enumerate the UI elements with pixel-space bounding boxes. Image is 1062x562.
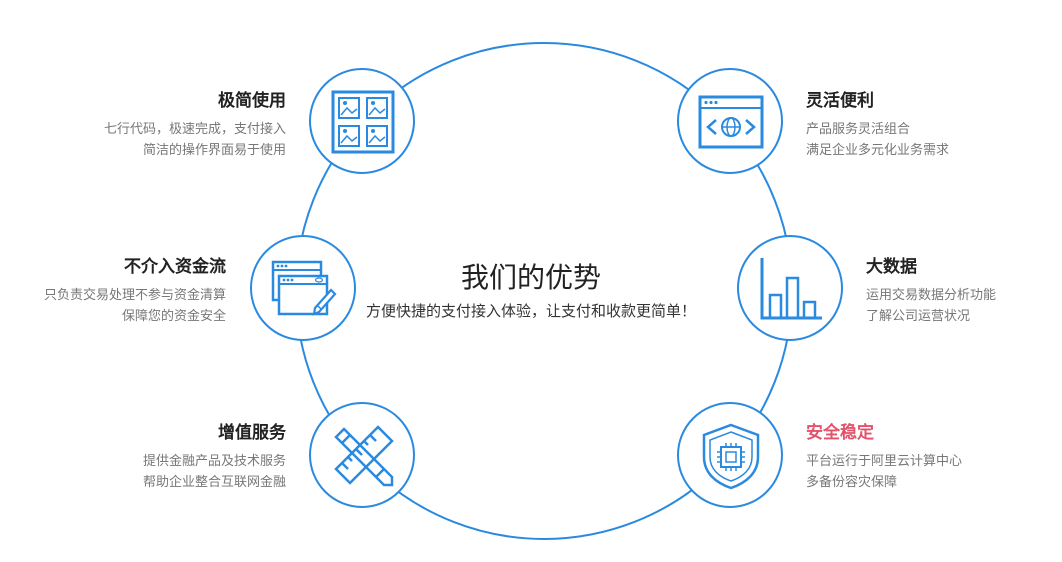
window-pencil-icon bbox=[271, 260, 337, 316]
image-grid-icon bbox=[331, 90, 395, 154]
feature-bigdata: 大数据 运用交易数据分析功能 了解公司运营状况 bbox=[866, 255, 1062, 327]
flexible-node bbox=[677, 68, 783, 174]
feature-flexible: 灵活便利 产品服务灵活组合 满足企业多元化业务需求 bbox=[806, 89, 1046, 161]
feature-title: 不介入资金流 bbox=[124, 257, 226, 277]
feature-title: 灵活便利 bbox=[806, 91, 874, 111]
bar-chart-icon bbox=[760, 258, 822, 320]
valueadded-node bbox=[309, 402, 415, 508]
browser-globe-icon bbox=[698, 95, 764, 149]
feature-desc-line1: 运用交易数据分析功能 bbox=[866, 288, 997, 303]
feature-desc-line2: 简洁的操作界面易于使用 bbox=[142, 143, 286, 158]
ruler-pencil-icon bbox=[334, 425, 394, 487]
bigdata-node bbox=[737, 235, 843, 341]
center-subtitle: 方便快捷的支付接入体验，让支付和收款更简单！ bbox=[365, 302, 696, 320]
feature-simple: 极简使用 七行代码，极速完成，支付接入 简洁的操作界面易于使用 bbox=[46, 89, 286, 161]
feature-title: 极简使用 bbox=[218, 91, 286, 111]
feature-desc-line2: 满足企业多元化业务需求 bbox=[806, 143, 950, 158]
funds-node bbox=[250, 235, 356, 341]
feature-title: 增值服务 bbox=[218, 423, 286, 443]
feature-desc-line1: 只负责交易处理不参与资金清算 bbox=[43, 288, 226, 303]
feature-desc-line1: 平台运行于阿里云计算中心 bbox=[806, 454, 963, 469]
feature-desc-line2: 了解公司运营状况 bbox=[866, 309, 971, 324]
simple-node bbox=[309, 68, 415, 174]
feature-desc-line2: 保障您的资金安全 bbox=[121, 309, 226, 324]
feature-title: 大数据 bbox=[866, 257, 917, 277]
feature-security: 安全稳定 平台运行于阿里云计算中心 多备份容灾保障 bbox=[806, 421, 1046, 493]
feature-funds: 不介入资金流 只负责交易处理不参与资金清算 保障您的资金安全 bbox=[0, 255, 226, 327]
feature-desc-line1: 提供金融产品及技术服务 bbox=[142, 454, 286, 469]
feature-valueadded: 增值服务 提供金融产品及技术服务 帮助企业整合互联网金融 bbox=[46, 421, 286, 493]
feature-desc-line1: 七行代码，极速完成，支付接入 bbox=[103, 122, 286, 137]
center-title: 我们的优势 bbox=[460, 261, 601, 294]
feature-desc-line2: 多备份容灾保障 bbox=[806, 475, 898, 490]
security-node bbox=[677, 402, 783, 508]
feature-desc-line2: 帮助企业整合互联网金融 bbox=[142, 475, 286, 490]
feature-desc-line1: 产品服务灵活组合 bbox=[806, 122, 911, 137]
feature-title: 安全稳定 bbox=[806, 423, 874, 443]
shield-chip-icon bbox=[702, 423, 760, 490]
